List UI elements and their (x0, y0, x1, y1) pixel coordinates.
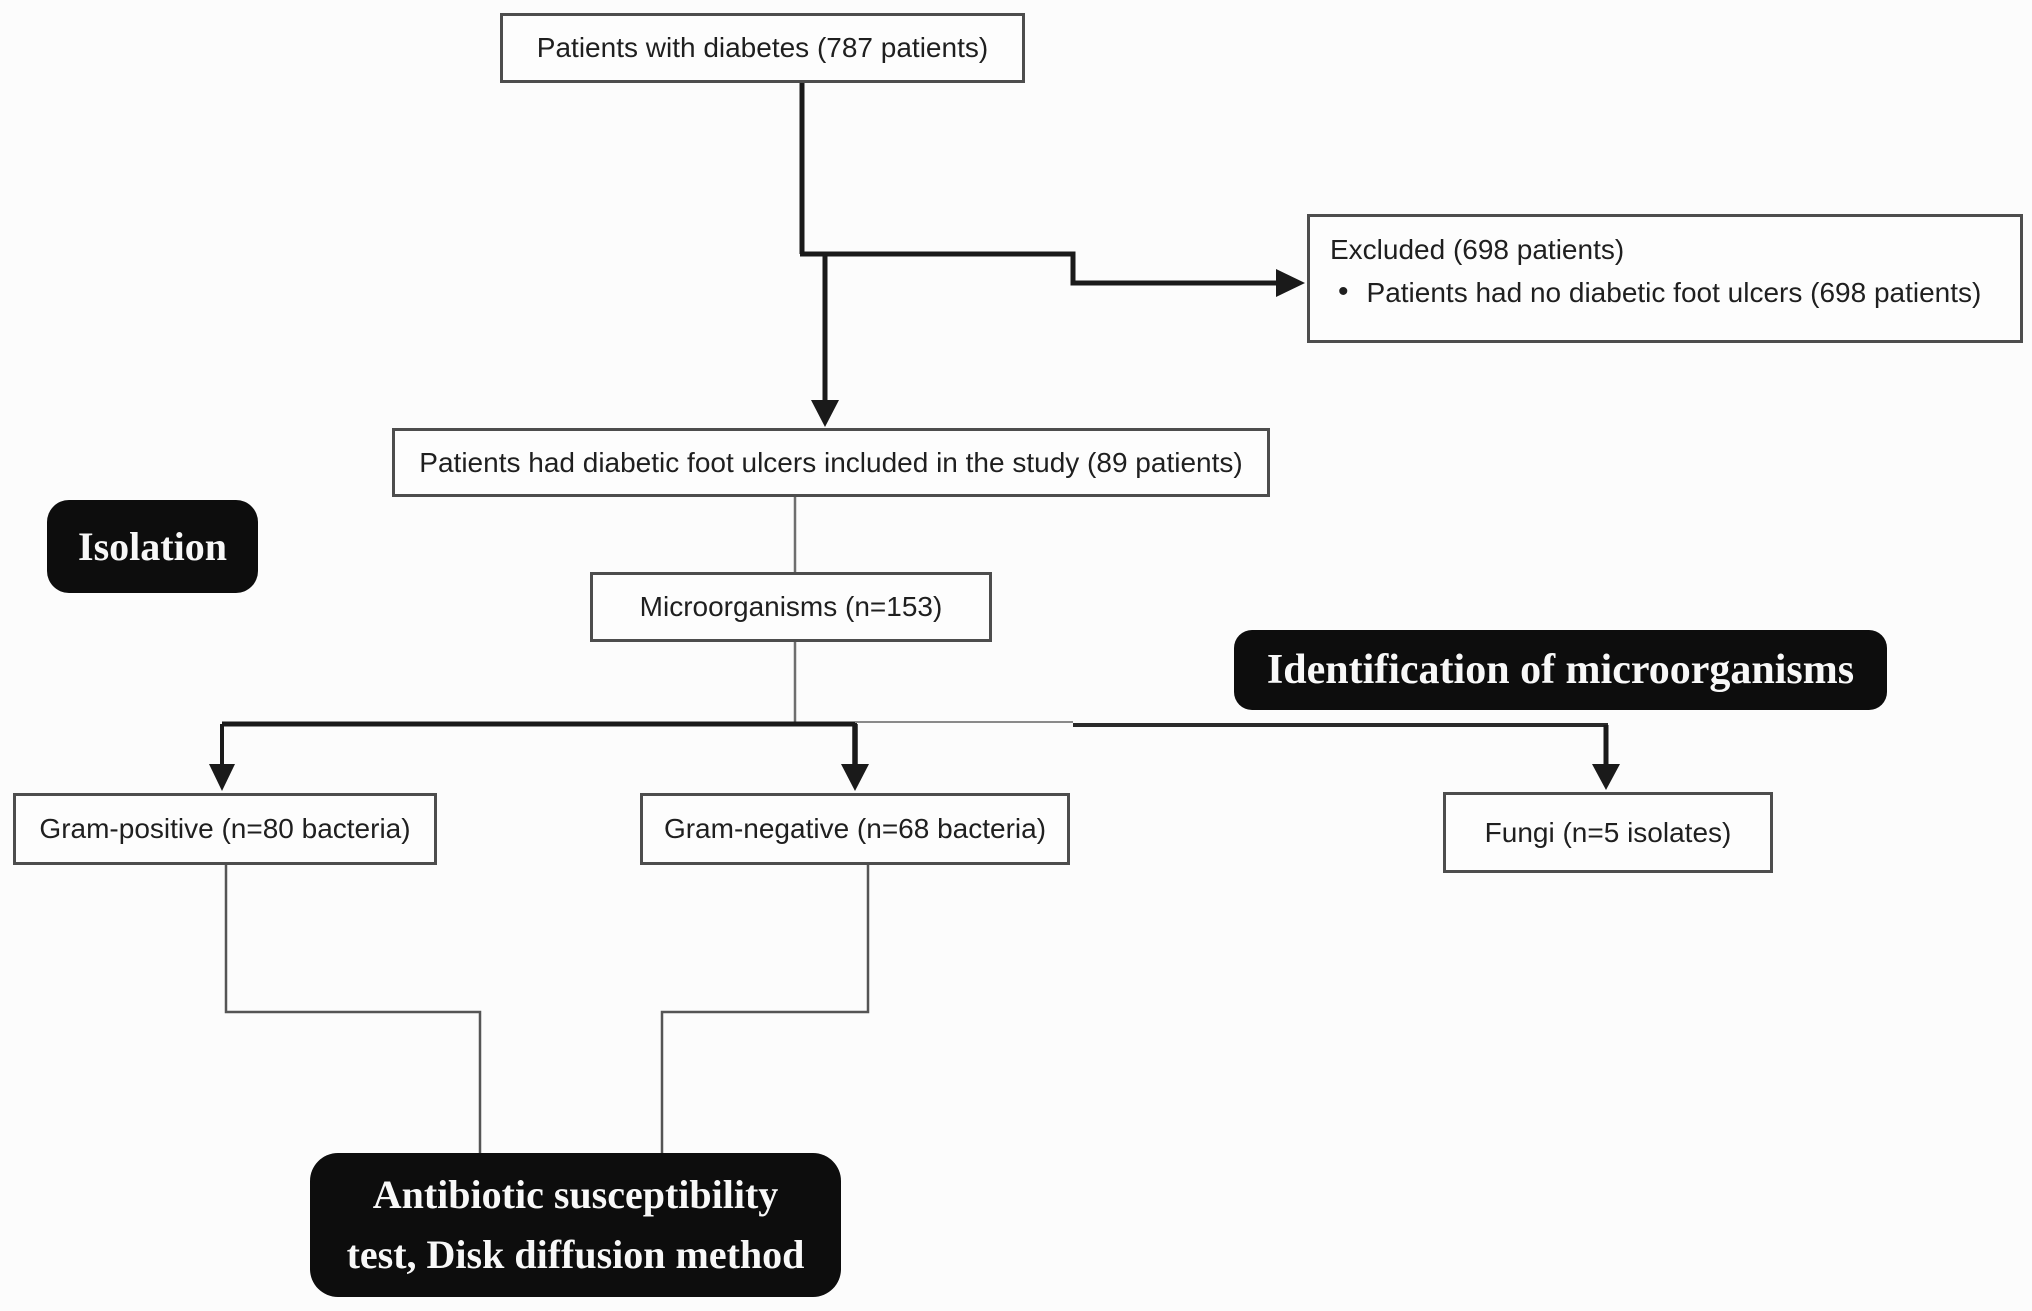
node-gram-positive: Gram-positive (n=80 bacteria) (13, 793, 437, 865)
bullet-icon: • (1338, 275, 1349, 309)
stage-label-isolation: Isolation (47, 500, 258, 593)
antibiotic-test-line1: Antibiotic susceptibility (372, 1172, 779, 1217)
node-patients-label: Patients with diabetes (787 patients) (536, 32, 989, 64)
node-included-in-study: Patients had diabetic foot ulcers includ… (392, 428, 1270, 497)
node-patients-with-diabetes: Patients with diabetes (787 patients) (500, 13, 1025, 83)
included-label: Patients had diabetic foot ulcers includ… (419, 446, 1243, 478)
arrowhead-included (811, 400, 839, 427)
stage-label-identification: Identification of microorganisms (1234, 630, 1887, 710)
microorganisms-label: Microorganisms (n=153) (639, 591, 943, 623)
antibiotic-test-line2: test, Disk diffusion method (346, 1232, 805, 1277)
identification-text: Identification of microorganisms (1266, 647, 1855, 693)
node-microorganisms: Microorganisms (n=153) (590, 572, 992, 642)
connector-gn-to-antibiotic (660, 865, 870, 1153)
node-fungi: Fungi (n=5 isolates) (1443, 792, 1773, 873)
stage-label-antibiotic-test: Antibiotic susceptibility test, Disk dif… (310, 1153, 841, 1297)
gram-negative-label: Gram-negative (n=68 bacteria) (663, 813, 1047, 845)
fungi-label: Fungi (n=5 isolates) (1484, 816, 1732, 848)
excluded-title: Excluded (698 patients) (1330, 234, 1625, 265)
connector-gp-to-antibiotic (224, 865, 482, 1153)
gram-positive-label: Gram-positive (n=80 bacteria) (39, 813, 411, 845)
arrowhead-gram-positive (209, 764, 235, 791)
isolation-text: Isolation (78, 524, 227, 569)
excluded-reason: Patients had no diabetic foot ulcers (69… (1366, 276, 1982, 308)
node-excluded: Excluded (698 patients) • Patients had n… (1307, 214, 2023, 343)
node-gram-negative: Gram-negative (n=68 bacteria) (640, 793, 1070, 865)
arrowhead-gram-negative (841, 764, 869, 791)
connector-to-excluded (800, 251, 1278, 286)
excluded-reason-row: • Patients had no diabetic foot ulcers (… (1330, 276, 1981, 310)
arrowhead-excluded (1276, 269, 1305, 297)
arrowhead-fungi (1592, 764, 1620, 790)
